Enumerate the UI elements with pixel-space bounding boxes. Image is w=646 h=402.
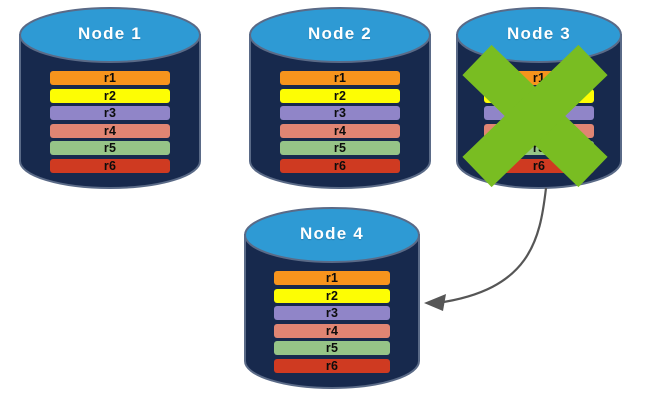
node-row[interactable]: r3	[273, 306, 391, 321]
node-row[interactable]: r2	[49, 88, 171, 103]
node-row[interactable]: r6	[273, 359, 391, 373]
node-row[interactable]: r4	[273, 323, 391, 338]
node-row[interactable]: r2	[279, 88, 401, 103]
node-row[interactable]: r2	[273, 288, 391, 303]
node-row[interactable]: r5	[273, 341, 391, 356]
cylinder-top-ellipse	[249, 7, 431, 63]
cylinder-top-ellipse	[19, 7, 201, 63]
node-row[interactable]: r6	[279, 159, 401, 173]
node-row[interactable]: r1	[273, 271, 391, 285]
node-row[interactable]: r5	[279, 141, 401, 156]
node-row[interactable]: r4	[279, 123, 401, 138]
node-row[interactable]: r3	[49, 106, 171, 121]
node-row[interactable]: r1	[49, 71, 171, 85]
node-row[interactable]: r6	[49, 159, 171, 173]
node-row[interactable]: r1	[279, 71, 401, 85]
cylinder-top-ellipse	[244, 207, 420, 263]
node-row[interactable]: r3	[279, 106, 401, 121]
arrow-head	[424, 294, 446, 311]
cross-stroke	[462, 44, 608, 188]
arrow-line	[436, 187, 548, 305]
node-row[interactable]: r4	[49, 123, 171, 138]
node-row[interactable]: r5	[49, 141, 171, 156]
